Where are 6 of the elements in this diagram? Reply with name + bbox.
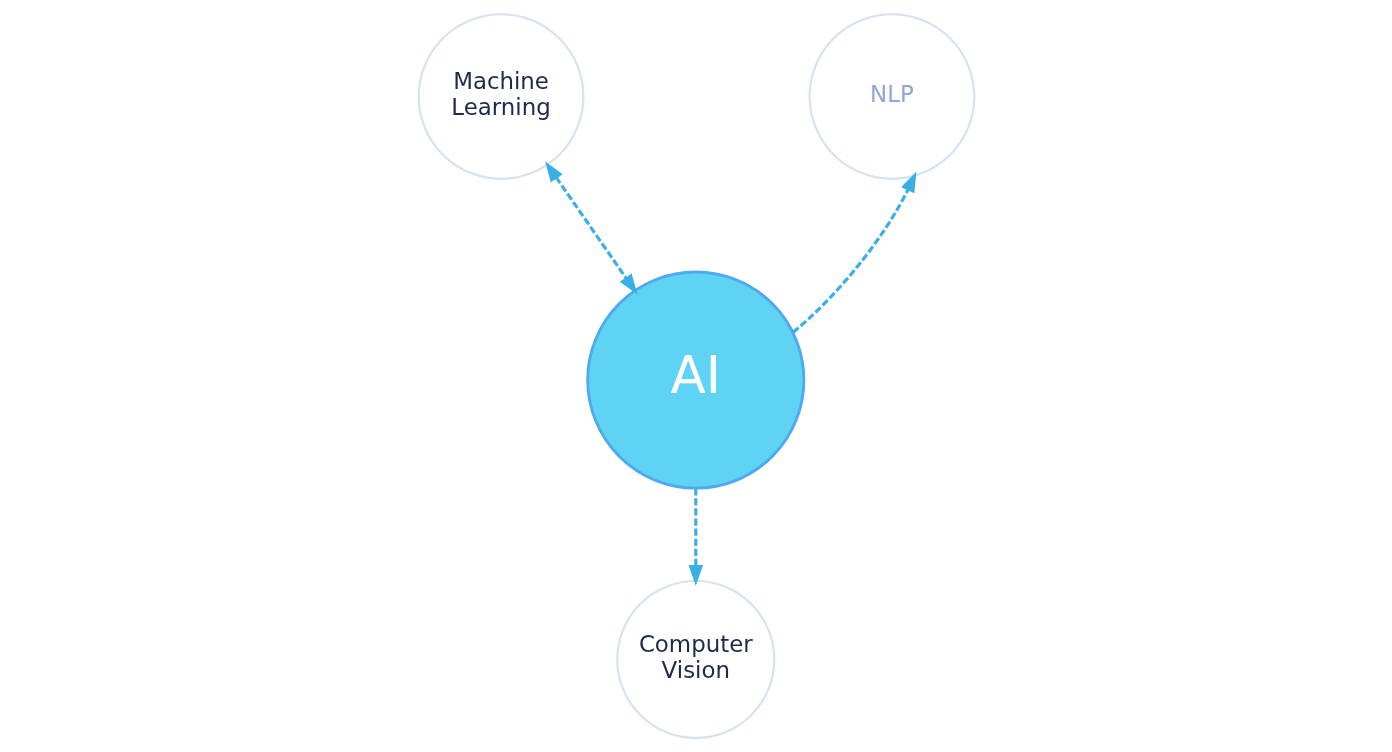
node-circle: Machine Learning — [417, 13, 584, 180]
arrow — [791, 171, 916, 334]
node-circle: NLP — [808, 13, 975, 180]
arrow — [688, 488, 703, 586]
node-circle: Computer Vision — [615, 579, 775, 740]
arrow — [544, 161, 637, 295]
